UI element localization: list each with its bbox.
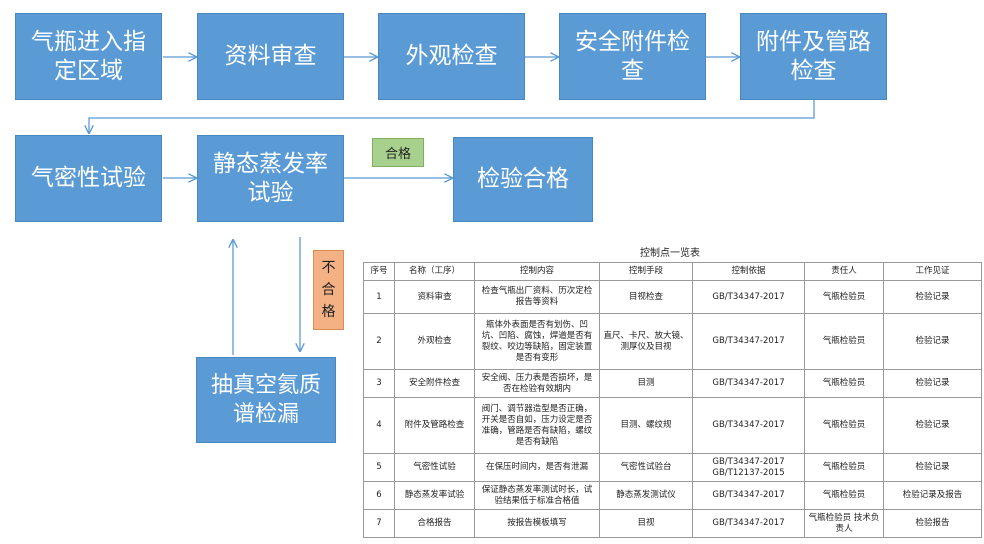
flow-step-label: 抽真空氦质谱检漏 (210, 373, 321, 427)
table-cell: GB/T34347-2017 (692, 280, 805, 314)
table-row: 7 合格报告 按报告模板填写 目视 GB/T34347-2017 气瓶检验员 技… (363, 509, 982, 538)
flow-step-accessory-pipeline-check: 附件及管路检查 (740, 13, 887, 100)
table-cell: 气瓶检验员 (804, 453, 884, 482)
table-cell: 4 (363, 397, 395, 454)
table-cell: GB/T34347-2017 GB/T12137-2015 (692, 453, 805, 482)
table-cell: 阀门、调节器造型是否正确，开关是否自如，压力设定是否准确，管路是否有缺陷，螺纹是… (474, 397, 600, 454)
table-cell: 6 (363, 481, 395, 510)
flow-step-label: 静态蒸发率试验 (213, 150, 328, 206)
table-cell: 检验记录 (883, 280, 982, 314)
table-row: 6 静态蒸发率试验 保证静态蒸发率测试时长，试验结果低于标准合格值 静态蒸发测试… (363, 481, 982, 510)
column-header: 序号 (363, 262, 395, 281)
column-header: 控制内容 (474, 262, 600, 281)
table-cell: 外观检查 (394, 313, 475, 370)
table-cell: 检查气瓶出厂资料、历次定检报告等资料 (474, 280, 600, 314)
table-cell: 安全附件检查 (394, 369, 475, 398)
flow-step-document-review: 资料审查 (197, 13, 344, 100)
flow-step-label: 气密性试验 (31, 165, 146, 191)
flow-step-airtightness-test: 气密性试验 (15, 135, 162, 222)
column-header: 控制依据 (692, 262, 805, 281)
table-cell: 资料审查 (394, 280, 475, 314)
fail-tag: 不合格 (313, 250, 344, 330)
table-row: 5 气密性试验 在保压时间内，是否有泄漏 气密性试验台 GB/T34347-20… (363, 453, 982, 482)
table-cell: GB/T34347-2017 (692, 397, 805, 454)
pass-tag-label: 合格 (384, 147, 411, 162)
flow-step-safety-accessory-check: 安全附件检查 (559, 13, 706, 100)
table-cell: 气密性试验 (394, 453, 475, 482)
flow-step-label: 资料审查 (224, 43, 317, 69)
table-cell: 目视 (599, 509, 693, 538)
table-cell: 合格报告 (394, 509, 475, 538)
table-cell: 气密性试验台 (599, 453, 693, 482)
column-header: 控制手段 (599, 262, 693, 281)
table-cell: 检验记录 (883, 313, 982, 370)
table-cell: 气瓶检验员 技术负责人 (804, 509, 884, 538)
flow-step-inspection-passed: 检验合格 (453, 137, 593, 222)
table-cell: GB/T34347-2017 (692, 313, 805, 370)
table-cell: 检验记录及报告 (883, 481, 982, 510)
flow-step-label: 检验合格 (477, 166, 569, 192)
table-row: 3 安全附件检查 安全阀、压力表是否损坏，是否在检验有效期内 目测 GB/T34… (363, 369, 982, 398)
table-cell: 静态蒸发率试验 (394, 481, 475, 510)
table-title: 控制点一览表 (640, 248, 700, 259)
flow-step-vacuum-helium-leak-test: 抽真空氦质谱检漏 (196, 357, 336, 443)
table-cell: 气瓶检验员 (804, 397, 884, 454)
table-cell: 目测、螺纹规 (599, 397, 693, 454)
table-cell: 按报告模板填写 (474, 509, 600, 538)
table-cell: 7 (363, 509, 395, 538)
table-cell: 2 (363, 313, 395, 370)
column-header: 名称（工序） (394, 262, 475, 281)
table-cell: GB/T34347-2017 (692, 509, 805, 538)
column-header: 工作见证 (883, 262, 982, 281)
table-cell: 气瓶检验员 (804, 313, 884, 370)
table-cell: 在保压时间内，是否有泄漏 (474, 453, 600, 482)
table-cell: GB/T34347-2017 (692, 369, 805, 398)
table-cell: 静态蒸发测试仪 (599, 481, 693, 510)
column-header: 责任人 (804, 262, 884, 281)
table-cell: 检验记录 (883, 453, 982, 482)
flow-step-label: 附件及管路检查 (756, 28, 871, 84)
table-cell: GB/T34347-2017 (692, 481, 805, 510)
table-cell: 气瓶检验员 (804, 481, 884, 510)
arrow-5-6 (89, 100, 815, 133)
flow-step-label: 安全附件检查 (575, 28, 690, 84)
flow-step-label: 外观检查 (405, 43, 498, 69)
table-cell: 保证静态蒸发率测试时长，试验结果低于标准合格值 (474, 481, 600, 510)
table-cell: 气瓶检验员 (804, 280, 884, 314)
table-row: 1 资料审查 检查气瓶出厂资料、历次定检报告等资料 目视检查 GB/T34347… (363, 280, 982, 314)
table-cell: 5 (363, 453, 395, 482)
table-header-row: 序号 名称（工序） 控制内容 控制手段 控制依据 责任人 工作见证 (363, 262, 982, 281)
flow-step-label: 气瓶进入指定区域 (31, 28, 146, 84)
table-cell: 1 (363, 280, 395, 314)
table-row: 2 外观检查 瓶体外表面是否有划伤、凹坑、凹陷、腐蚀，焊道是否有裂纹、咬边等缺陷… (363, 313, 982, 370)
table-cell: 安全阀、压力表是否损坏，是否在检验有效期内 (474, 369, 600, 398)
table-cell: 瓶体外表面是否有划伤、凹坑、凹陷、腐蚀，焊道是否有裂纹、咬边等缺陷，固定装置是否… (474, 313, 600, 370)
flow-step-static-evaporation-test: 静态蒸发率试验 (197, 135, 344, 222)
table-cell: 附件及管路检查 (394, 397, 475, 454)
table-cell: 气瓶检验员 (804, 369, 884, 398)
fail-tag-label: 不合格 (321, 260, 336, 320)
pass-tag: 合格 (372, 138, 424, 167)
flow-step-appearance-check: 外观检查 (378, 13, 525, 100)
table-row: 4 附件及管路检查 阀门、调节器造型是否正确，开关是否自如，压力设定是否准确，管… (363, 397, 982, 454)
table-cell: 直尺、卡尺、放大镜、测厚仪及目视 (599, 313, 693, 370)
table-cell: 目视检查 (599, 280, 693, 314)
table-cell: 检验记录 (883, 397, 982, 454)
control-points-table: 序号 名称（工序） 控制内容 控制手段 控制依据 责任人 工作见证 1 资料审查… (363, 262, 982, 538)
table-cell: 检验记录 (883, 369, 982, 398)
table-cell: 目测 (599, 369, 693, 398)
flow-step-enter-area: 气瓶进入指定区域 (15, 13, 162, 100)
table-cell: 检验报告 (883, 509, 982, 538)
table-cell: 3 (363, 369, 395, 398)
